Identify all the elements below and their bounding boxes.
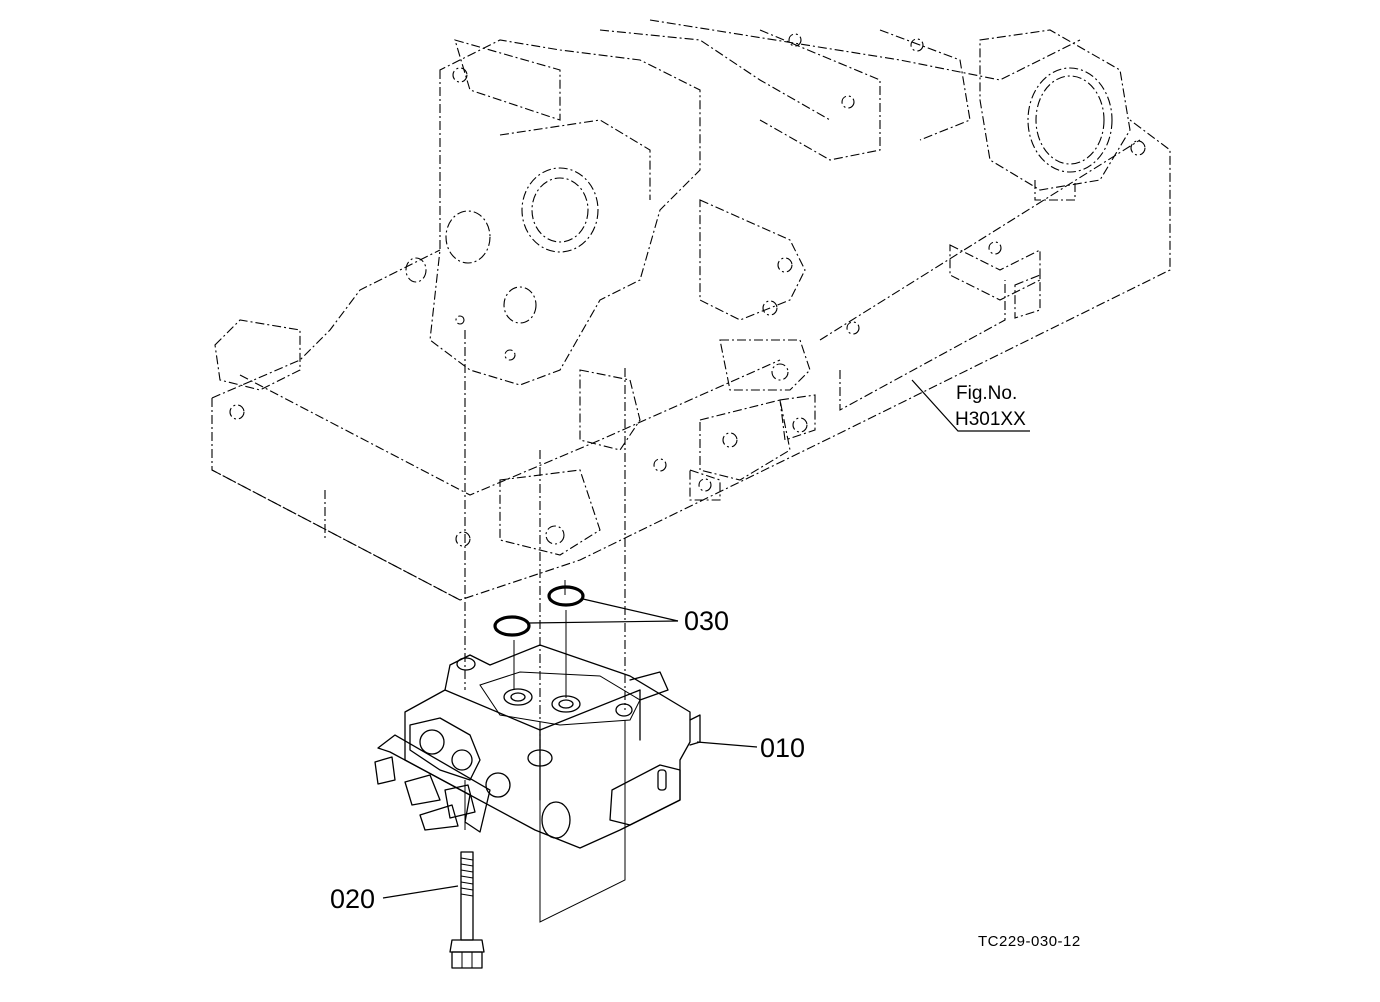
figure-ref-line2: H301XX	[955, 409, 1026, 430]
leader-fig-ref	[911, 379, 1030, 432]
leader-030-lower	[528, 620, 679, 624]
leader-020	[382, 885, 459, 899]
callout-020: 020	[330, 884, 376, 914]
assembly-guide-lines	[464, 330, 626, 923]
leader-030-upper	[582, 598, 679, 622]
leader-lines	[382, 379, 1030, 899]
o-ring-lower	[493, 615, 531, 637]
o-rings	[493, 585, 585, 637]
housing-assembly	[211, 19, 1171, 601]
drawing-code: TC229-030-12	[978, 933, 1081, 950]
bolt	[449, 851, 485, 969]
callout-010: 010	[760, 733, 806, 763]
figure-ref-line1: Fig.No.	[956, 383, 1018, 404]
leader-010	[696, 741, 758, 748]
valve-block	[374, 644, 701, 849]
o-ring-upper	[547, 585, 585, 607]
callout-030: 030	[684, 606, 730, 636]
